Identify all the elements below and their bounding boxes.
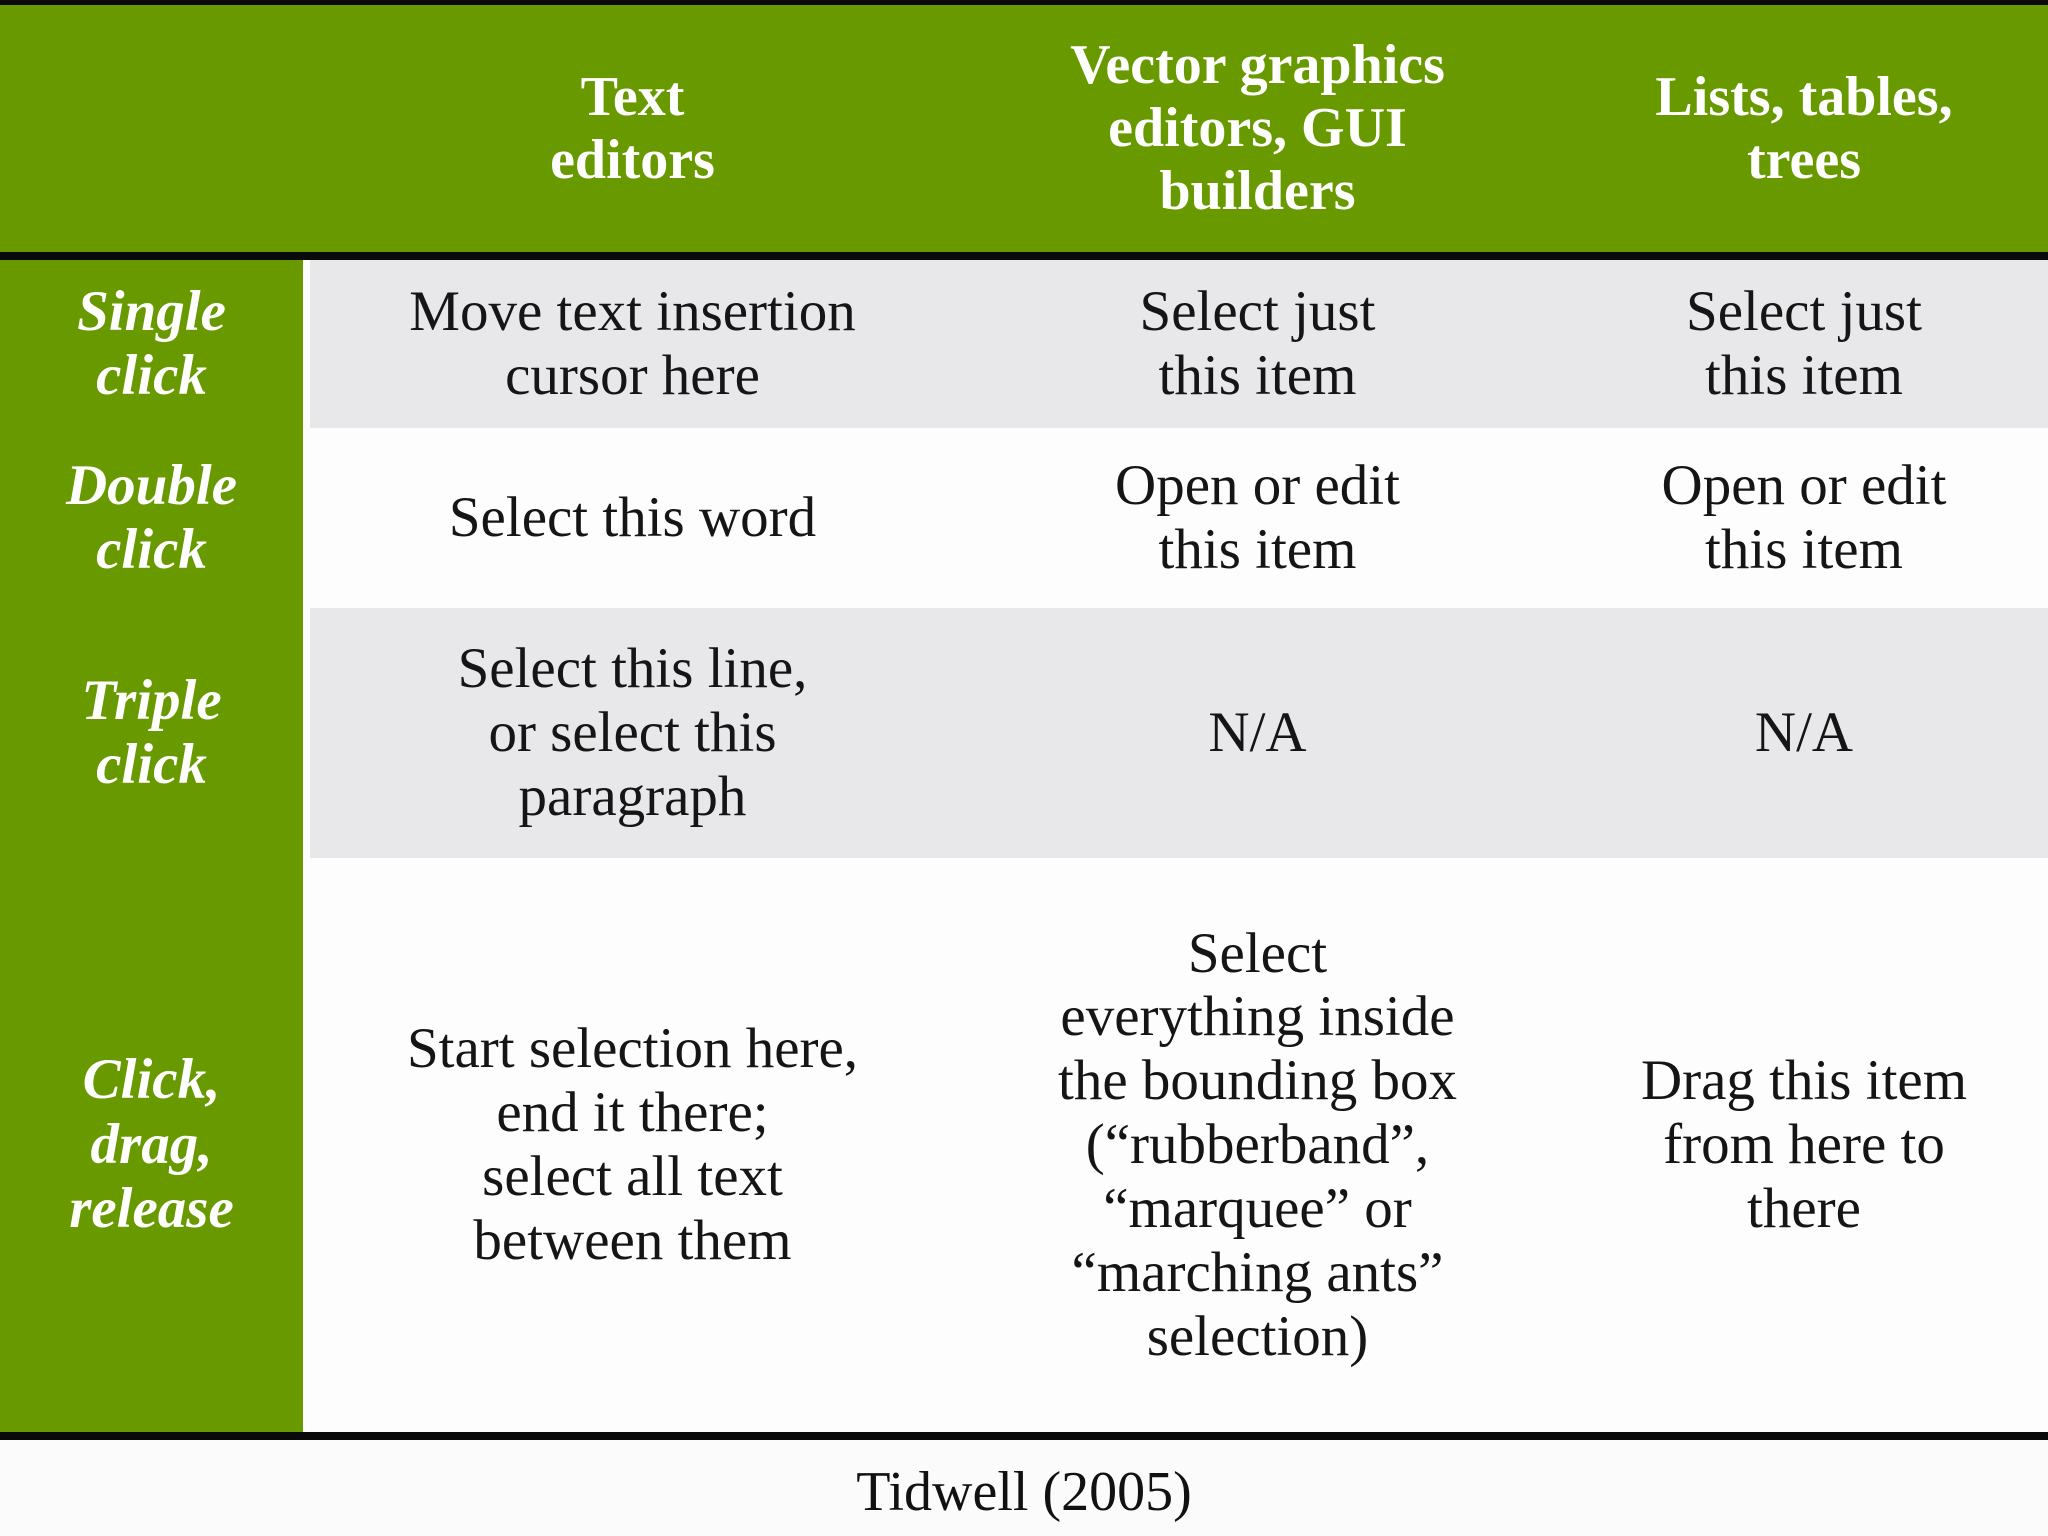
table-cell: Move text insertion cursor here [409, 280, 856, 407]
row-header-double-click: Double click [66, 453, 237, 581]
column-header-vector-graphics: Vector graphics editors, GUI builders [1070, 34, 1445, 222]
table-header-row: Text editors Vector graphics editors, GU… [0, 5, 2048, 260]
table-cell: Select just this item [1686, 280, 1922, 407]
row-header-click-drag-release: Click, drag, release [69, 1048, 234, 1241]
row-header-single-click: Single click [77, 279, 226, 407]
table-cell: Select this word [448, 486, 817, 550]
table-cell: Select this line, or select this paragra… [457, 637, 808, 828]
table-cell: Drag this item from here to there [1640, 1049, 1968, 1240]
row-header-column: Single click Double click Triple click C… [0, 260, 303, 1432]
column-separator [303, 260, 310, 1432]
data-area: Move text insertion cursor here Select j… [310, 260, 2048, 1432]
bottom-border-line [0, 1432, 2048, 1440]
top-border-line [0, 0, 2048, 5]
column-header-text-editors: Text editors [550, 65, 715, 191]
table-cell: Open or edit this item [1115, 454, 1400, 581]
table-cell: N/A [1208, 701, 1307, 765]
corner-cell [0, 5, 310, 252]
table-row: Select this word Open or edit this item … [310, 428, 2048, 608]
column-header-lists-tables-trees: Lists, tables, trees [1655, 65, 1953, 191]
row-header-triple-click: Triple click [81, 668, 222, 796]
table-cell: Select just this item [1139, 280, 1376, 407]
table-cell: N/A [1754, 701, 1854, 765]
table-cell: Start selection here, end it there; sele… [406, 1017, 859, 1272]
source-caption: Tidwell (2005) [856, 1461, 1192, 1523]
table-row: Start selection here, end it there; sele… [310, 858, 2048, 1432]
table-body: Single click Double click Triple click C… [0, 260, 2048, 1432]
table-row: Select this line, or select this paragra… [310, 608, 2048, 858]
table-cell: Open or edit this item [1661, 454, 1947, 581]
table-row: Move text insertion cursor here Select j… [310, 260, 2048, 428]
table-cell: Select everything inside the bounding bo… [1058, 921, 1457, 1368]
source-footer: Tidwell (2005) [0, 1440, 2048, 1536]
